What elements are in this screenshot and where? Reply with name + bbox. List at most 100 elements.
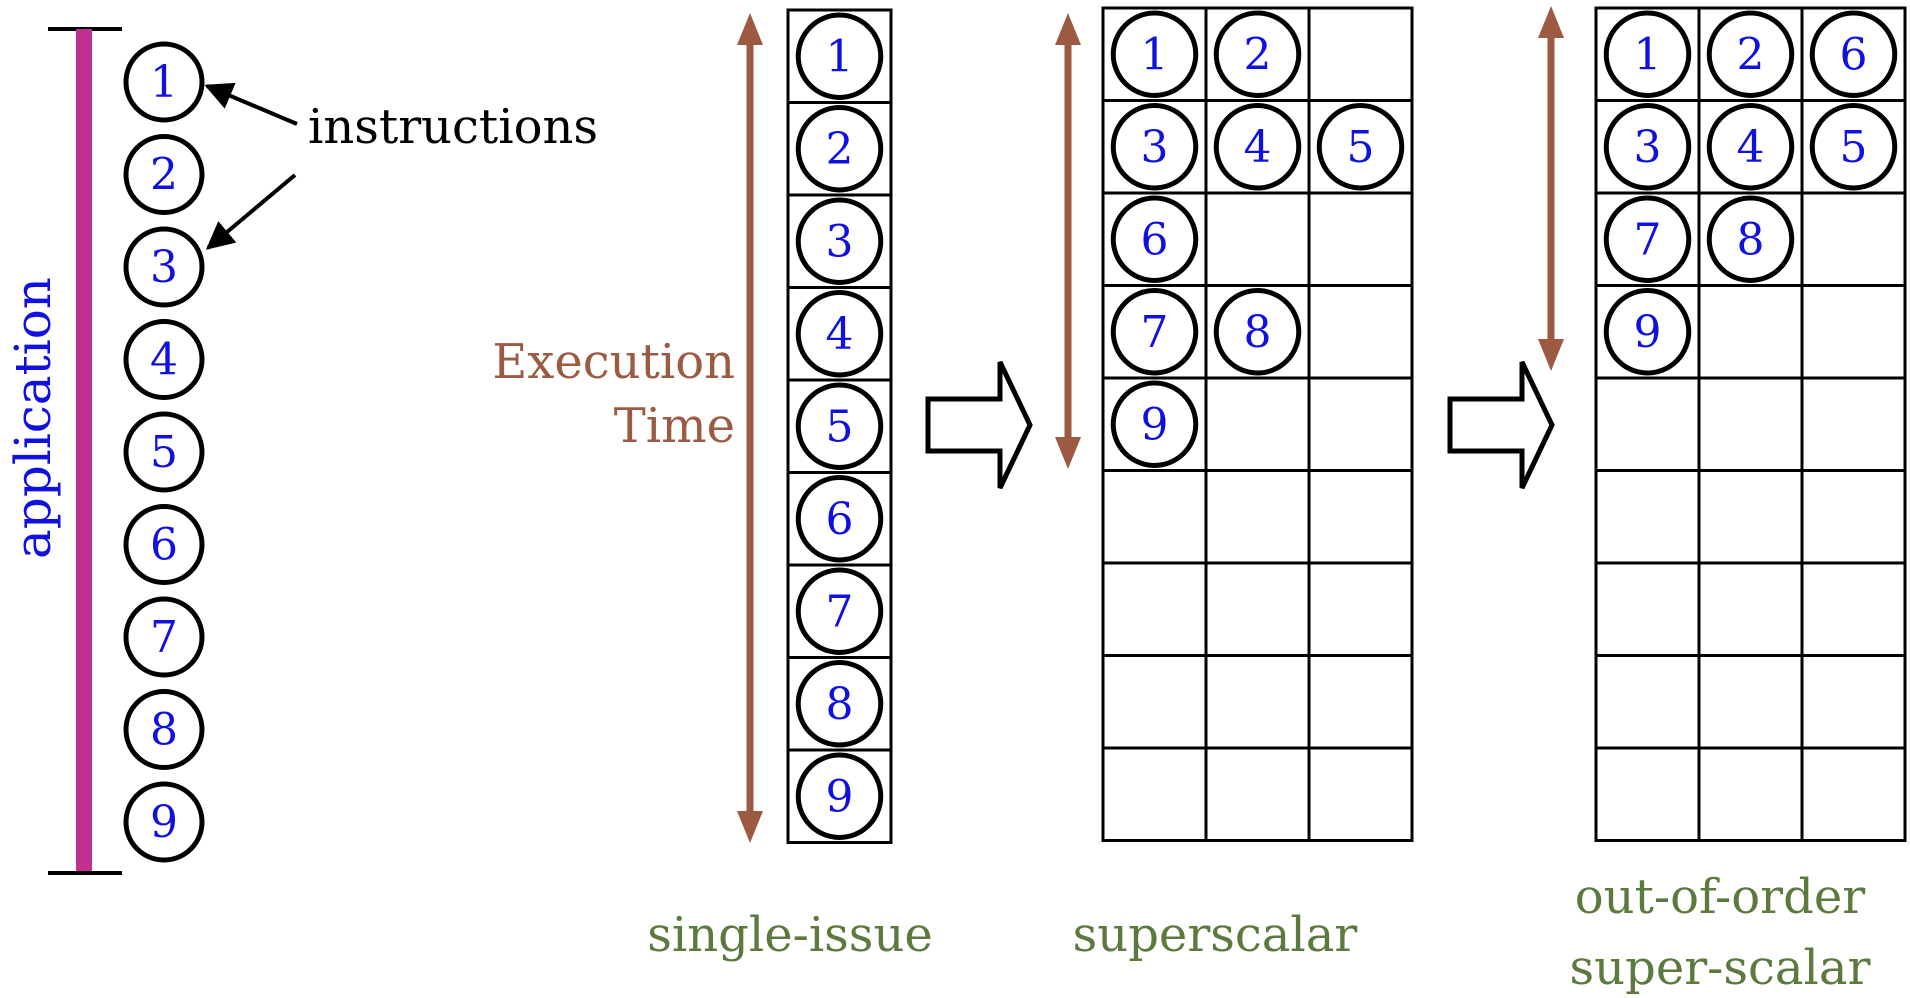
out_of_order-slot-instruction-6: 6 — [1809, 10, 1898, 98]
instruction-number: 4 — [826, 309, 854, 360]
instruction-number: 1 — [1141, 29, 1169, 80]
superscalar-slot-instruction-5: 5 — [1316, 103, 1405, 191]
single_issue-slot-instruction-3: 3 — [795, 197, 884, 285]
single-issue-schedule-grid: 1 2 3 4 5 6 7 8 9 — [786, 8, 893, 844]
instruction-circle — [1110, 380, 1199, 468]
superscalar-slot-instruction-8: 8 — [1213, 288, 1302, 376]
application-timeline — [48, 27, 122, 875]
app-instruction-1: 1 — [123, 41, 205, 123]
instruction-number: 1 — [826, 31, 854, 82]
instruction-number: 6 — [826, 494, 854, 545]
app-instruction-6: 6 — [123, 504, 205, 585]
instruction-circle — [1706, 10, 1795, 98]
instruction-number: 3 — [1634, 122, 1662, 173]
instruction-circle — [795, 12, 884, 100]
execution-time-label-line1: Execution — [492, 334, 735, 390]
instruction-number: 2 — [1244, 29, 1272, 80]
instructions-label: instructions — [308, 99, 598, 155]
instruction-circle — [1110, 10, 1199, 98]
single_issue-slot-instruction-9: 9 — [795, 752, 884, 840]
instruction-circle — [1213, 10, 1302, 98]
grid-border — [1101, 6, 1414, 842]
grid-border — [1594, 6, 1907, 842]
single_issue-slot-instruction-2: 2 — [795, 105, 884, 193]
instruction-number: 7 — [826, 586, 854, 637]
instruction-number: 8 — [1737, 214, 1765, 265]
instruction-number: 9 — [1634, 307, 1662, 358]
instruction-circle — [123, 411, 205, 493]
instruction-number: 6 — [1840, 29, 1868, 80]
instruction-circle — [1213, 103, 1302, 191]
instruction-number: 3 — [1141, 122, 1169, 173]
instruction-number: 6 — [1141, 214, 1169, 265]
instruction-circle — [123, 226, 205, 308]
instruction-circle — [795, 475, 884, 563]
out_of_order-slot-instruction-8: 8 — [1706, 195, 1795, 283]
pointer-arrow-to-instruction-1 — [204, 82, 298, 126]
instruction-circle — [795, 197, 884, 285]
instruction-number: 9 — [826, 771, 854, 822]
single_issue-slot-instruction-7: 7 — [795, 567, 884, 655]
instruction-number: 9 — [150, 797, 178, 848]
instruction-number: 8 — [1244, 307, 1272, 358]
pointer-arrow-to-instruction-3 — [205, 173, 297, 250]
instruction-number: 7 — [1141, 307, 1169, 358]
superscalar-slot-instruction-7: 7 — [1110, 288, 1199, 376]
instruction-number: 7 — [1634, 214, 1662, 265]
out_of_order-slot-instruction-3: 3 — [1603, 103, 1692, 191]
instruction-number: 3 — [150, 242, 178, 293]
instruction-circle — [1603, 288, 1692, 376]
instruction-circle — [1603, 10, 1692, 98]
instruction-number: 4 — [150, 335, 178, 386]
instruction-circle — [123, 41, 205, 123]
grid-border — [786, 8, 893, 844]
out_of_order-slot-instruction-1: 1 — [1603, 10, 1692, 98]
app-instruction-7: 7 — [123, 596, 205, 678]
instruction-number: 5 — [1347, 122, 1375, 173]
instruction-number: 8 — [826, 679, 854, 730]
superscalar-slot-instruction-3: 3 — [1110, 103, 1199, 191]
instruction-circle — [123, 596, 205, 678]
application-label: application — [4, 277, 62, 559]
superscalar-slot-instruction-9: 9 — [1110, 380, 1199, 468]
instruction-circle — [1706, 103, 1795, 191]
instruction-circle — [795, 382, 884, 470]
out_of_order-slot-instruction-7: 7 — [1603, 195, 1692, 283]
single_issue-slot-instruction-6: 6 — [795, 475, 884, 563]
instruction-number: 3 — [826, 216, 854, 267]
superscalar-slot-instruction-4: 4 — [1213, 103, 1302, 191]
superscalar-slot-instruction-2: 2 — [1213, 10, 1302, 98]
instruction-number: 8 — [150, 705, 178, 756]
instruction-number: 1 — [1634, 29, 1662, 80]
instruction-number: 7 — [150, 612, 178, 663]
instruction-circle — [1809, 10, 1898, 98]
single_issue-slot-instruction-8: 8 — [795, 660, 884, 748]
instruction-circle — [1213, 288, 1302, 376]
instruction-number: 5 — [1840, 122, 1868, 173]
caption-single-issue: single-issue — [647, 907, 933, 963]
out_of_order-slot-instruction-2: 2 — [1706, 10, 1795, 98]
execution-time-arrow-single-issue — [737, 13, 763, 843]
instruction-circle — [123, 504, 205, 585]
instruction-number: 2 — [826, 124, 854, 175]
app-instruction-2: 2 — [123, 134, 205, 215]
caption-out-of-order-line1: out-of-order — [1575, 869, 1865, 925]
instruction-circle — [1110, 103, 1199, 191]
instruction-circle — [795, 567, 884, 655]
instruction-circle — [123, 134, 205, 215]
instruction-circle — [1110, 195, 1199, 283]
instruction-circle — [795, 290, 884, 378]
app-instruction-9: 9 — [123, 781, 205, 863]
instruction-circle — [1706, 195, 1795, 283]
instruction-number: 2 — [150, 150, 178, 201]
instruction-number: 9 — [1141, 399, 1169, 450]
single_issue-slot-instruction-5: 5 — [795, 382, 884, 470]
transition-arrow-2 — [1447, 360, 1555, 490]
superscalar-slot-instruction-6: 6 — [1110, 195, 1199, 283]
instruction-circle — [1603, 195, 1692, 283]
app-instruction-8: 8 — [123, 689, 205, 770]
instruction-number: 1 — [150, 57, 178, 108]
instruction-circle — [1316, 103, 1405, 191]
